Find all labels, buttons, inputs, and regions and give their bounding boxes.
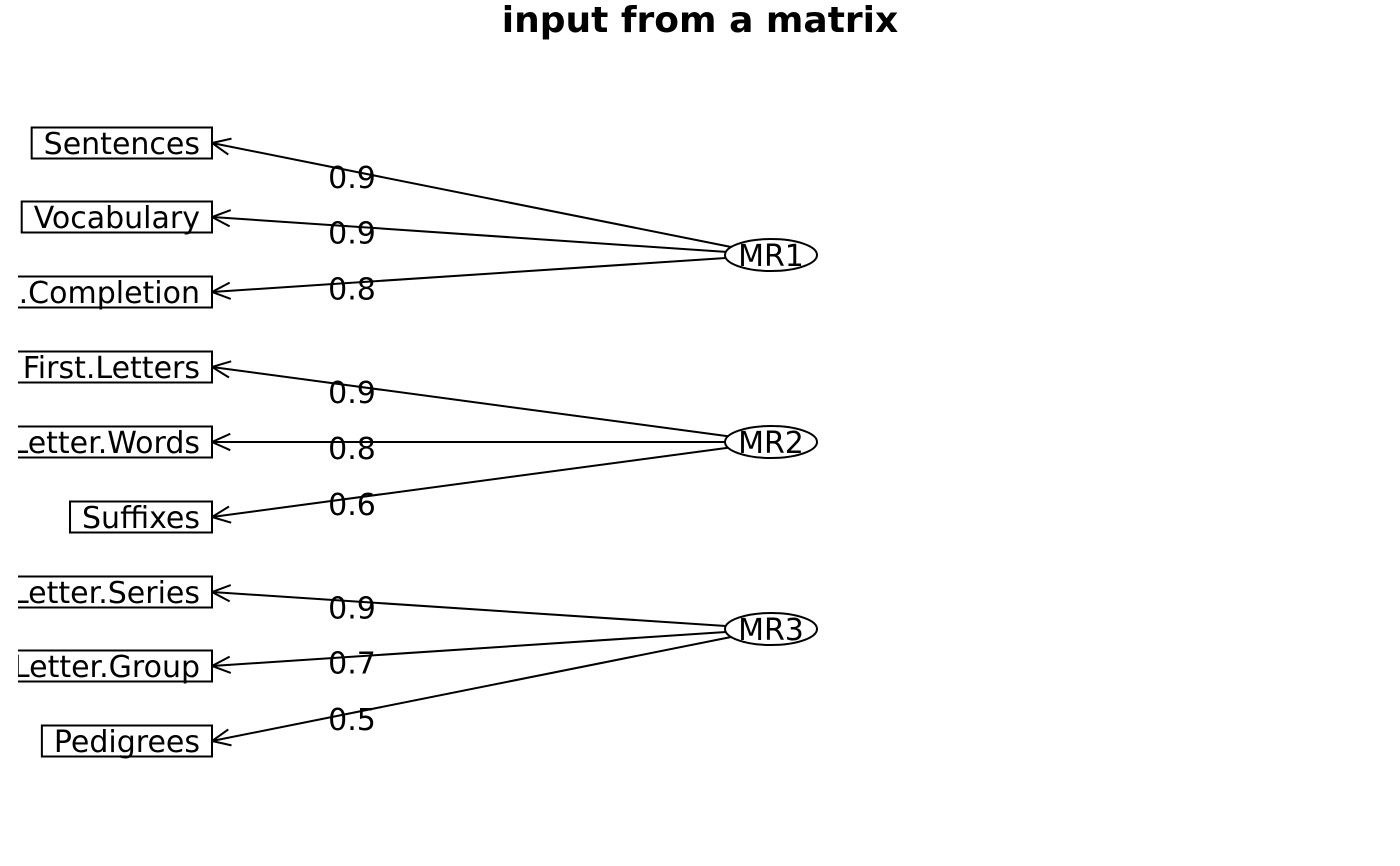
variable-label: Sentences	[44, 127, 200, 162]
variable-node-first-letters: First.Letters	[18, 350, 213, 386]
variable-node-letter-group: Letter.Group	[13, 649, 213, 685]
edges-layer: 0.9 0.9 0.8 0.9 0.8 0.6 0.9 0.7 0.5	[209, 137, 732, 747]
factor-node-mr3: MR3	[724, 612, 818, 648]
factor-label: MR2	[738, 426, 804, 461]
factor-label: MR1	[738, 239, 804, 274]
variable-box	[18, 575, 213, 609]
variable-box	[30, 126, 213, 160]
variable-label: Suffixes	[82, 501, 200, 536]
edge-mr2-suffixes-line	[211, 446, 729, 518]
variable-node-vocabulary: Vocabulary	[20, 200, 213, 236]
variable-label: Letter.Series	[12, 576, 200, 611]
edge-mr3-letter-series-weight: 0.9	[328, 591, 376, 626]
edge-mr2-first-letters-weight: 0.9	[328, 376, 376, 411]
factor-ellipse	[724, 612, 818, 646]
variable-box	[18, 275, 213, 309]
edge-mr1-sent-completion-line	[211, 256, 726, 293]
variable-node-letter-series: Letter.Series	[12, 575, 213, 611]
variable-box	[20, 200, 213, 234]
factor-node-mr1: MR1	[724, 238, 818, 274]
edge-mr3-letter-group-line	[211, 630, 726, 667]
variable-label: Sent.Completion	[0, 276, 200, 311]
factor-ellipse	[724, 425, 818, 459]
edge-mr1-sent-completion-weight: 0.8	[328, 273, 376, 308]
variable-node-suffixes: Suffixes	[69, 500, 213, 536]
variable-box	[18, 350, 213, 384]
nodes-layer: SentencesVocabularySent.CompletionFirst.…	[0, 126, 213, 760]
variable-node-pedigrees: Pedigrees	[40, 724, 213, 760]
variable-label: Vocabulary	[34, 201, 200, 236]
variable-box	[69, 500, 213, 534]
factor-node-mr2: MR2	[724, 425, 818, 461]
edge-mr1-vocabulary-weight: 0.9	[328, 217, 376, 252]
variable-box	[18, 425, 213, 459]
edge-mr2-first-letters-line	[211, 366, 729, 438]
variable-label: Four.Letter.Words	[0, 426, 200, 461]
variable-node-sentences: Sentences	[30, 126, 213, 162]
factor-ellipse	[724, 238, 818, 272]
edge-mr3-pedigrees-weight: 0.5	[328, 703, 376, 738]
edge-mr3-letter-series-line	[211, 591, 726, 628]
edge-mr3-pedigrees-line	[211, 636, 732, 742]
diagram-title: input from a matrix	[501, 0, 899, 41]
variable-label: Pedigrees	[54, 725, 200, 760]
variable-box	[18, 649, 213, 683]
variable-label: Letter.Group	[13, 650, 200, 685]
factor-label: MR3	[738, 613, 804, 648]
edge-mr1-sentences-line	[211, 142, 732, 248]
variable-box	[40, 724, 213, 758]
variable-label: First.Letters	[23, 351, 200, 386]
variable-node-sent-completion: Sent.Completion	[0, 275, 213, 311]
variable-node-four-letter-words: Four.Letter.Words	[0, 425, 213, 461]
edge-mr2-suffixes-weight: 0.6	[328, 488, 376, 523]
edge-mr2-four-letter-words-weight: 0.8	[328, 432, 376, 467]
edge-mr1-vocabulary-line	[211, 216, 726, 253]
edge-mr3-letter-group-weight: 0.7	[328, 647, 376, 682]
edge-mr1-sentences-weight: 0.9	[328, 161, 376, 196]
